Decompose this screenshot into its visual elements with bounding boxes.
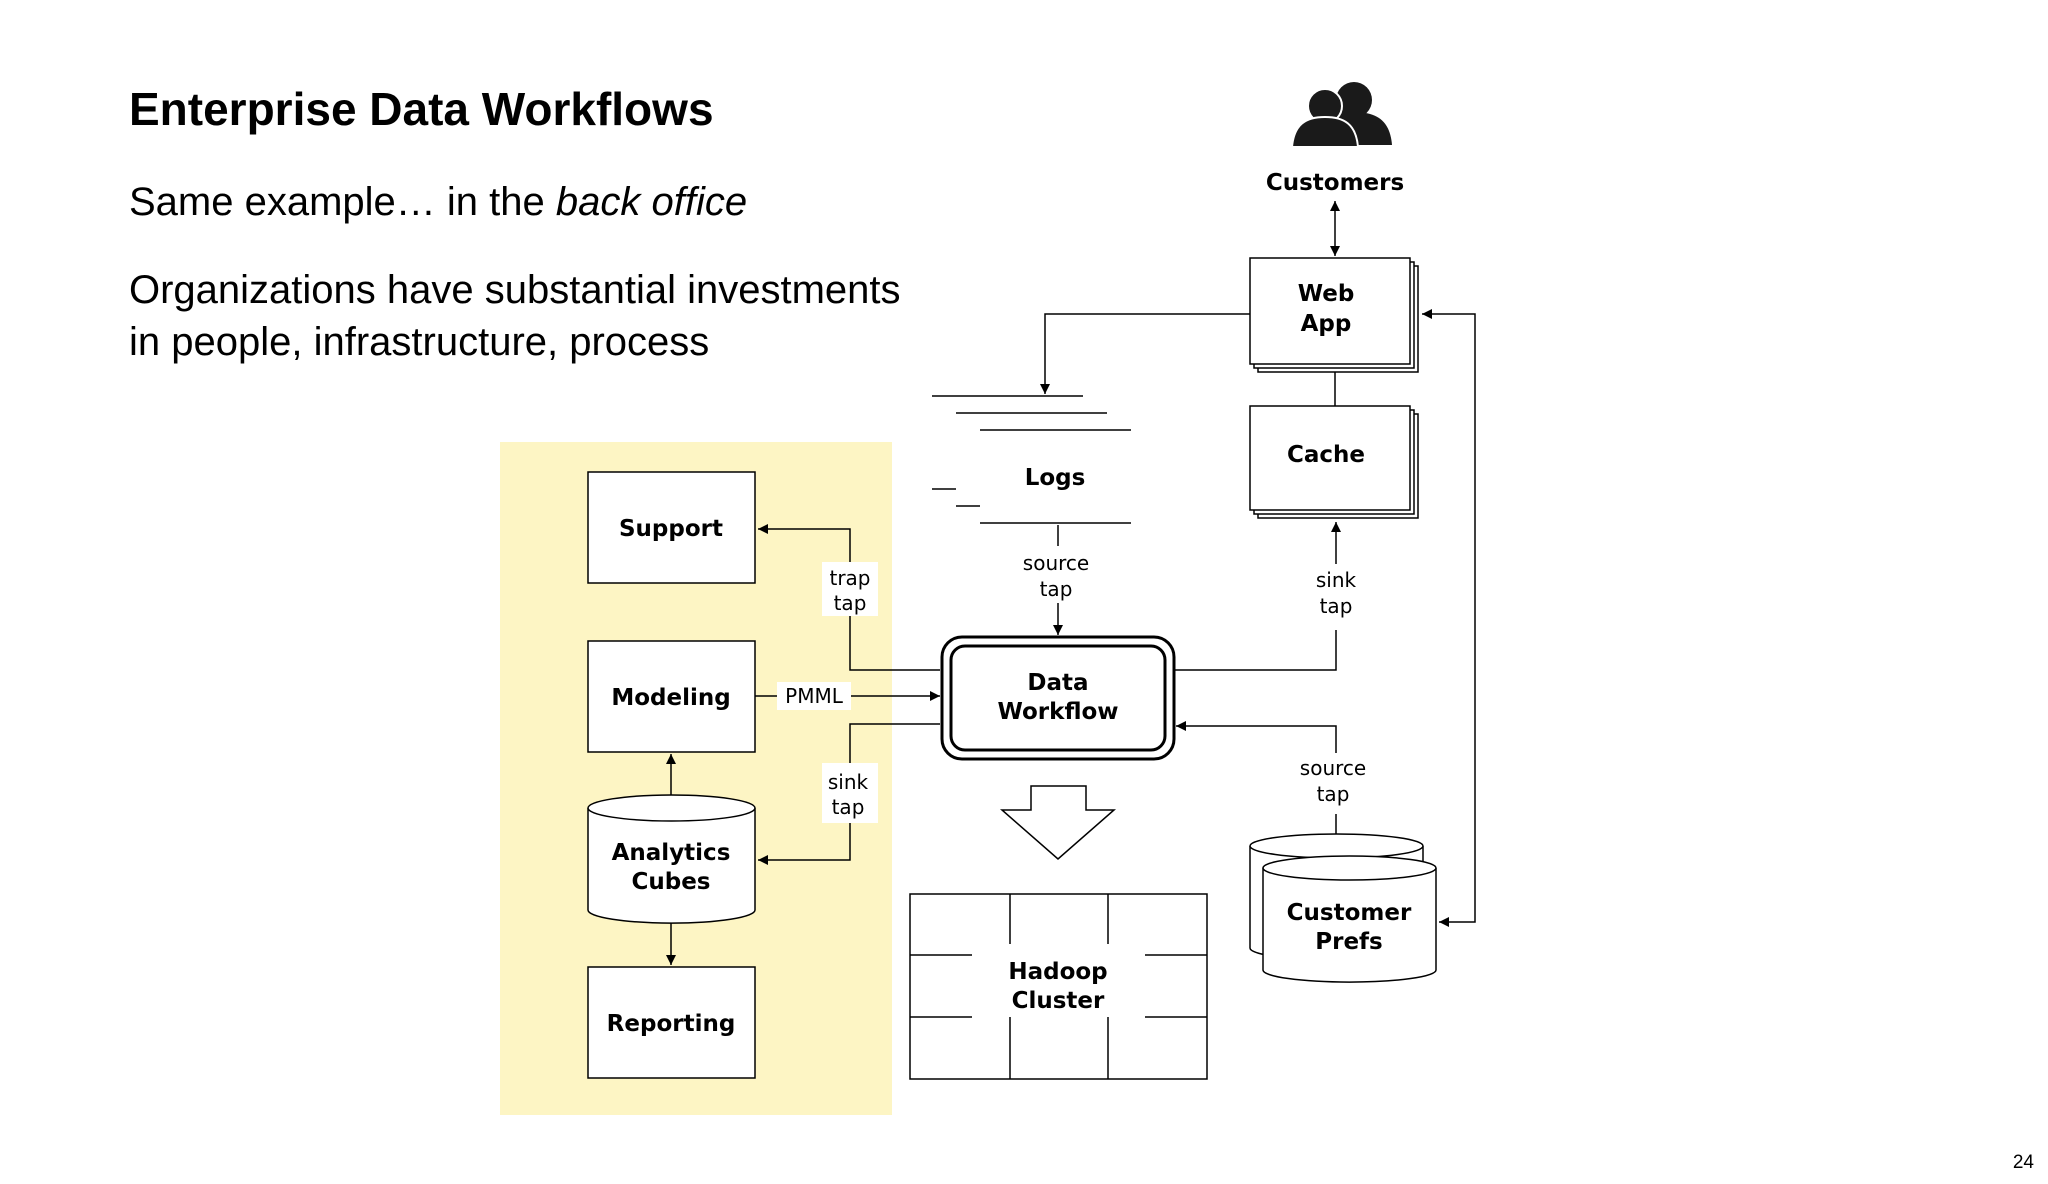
body-line-1: Organizations have substantial investmen… — [129, 268, 901, 312]
logs-label: Logs — [1025, 465, 1086, 491]
customers-people-icon — [1290, 82, 1392, 148]
trap-tap-top — [758, 524, 851, 562]
logs-source-tap-label-2: tap — [1040, 577, 1073, 601]
sink-tap-left-label-1: sink — [828, 770, 869, 794]
web-app-node — [1249, 257, 1419, 373]
cache-sink-tap-label-2: tap — [1320, 594, 1353, 618]
customers-label: Customers — [1266, 170, 1404, 196]
page-number: 24 — [2012, 1152, 2034, 1173]
sink-tap-bottom — [758, 823, 851, 865]
support-node — [587, 471, 756, 584]
prefs-source-tap-label-1: source — [1300, 756, 1366, 780]
pmml-label: PMML — [785, 684, 844, 708]
analytics-cubes-label-2: Cubes — [631, 869, 710, 895]
customer-prefs-label-1: Customer — [1287, 900, 1412, 926]
modeling-label: Modeling — [611, 685, 730, 711]
data-workflow-node — [940, 635, 1176, 761]
subtitle-line: Same example… in the back office — [129, 180, 747, 225]
reporting-node — [587, 966, 756, 1079]
hadoop-cluster-label-1: Hadoop — [1008, 959, 1107, 985]
logs-source-tap-label-1: source — [1023, 551, 1089, 575]
cache-node — [1249, 405, 1419, 519]
modeling-node — [587, 640, 756, 753]
cache-sink-tap-label-1: sink — [1316, 568, 1357, 592]
customer-prefs-label-2: Prefs — [1315, 929, 1383, 955]
workflow-to-cache-connector — [1174, 630, 1337, 671]
reporting-label: Reporting — [607, 1011, 736, 1037]
customer-prefs-node — [1249, 833, 1437, 983]
trap-tap-label-bg — [822, 562, 878, 616]
prefs-to-workflow-connector — [1176, 721, 1337, 753]
trap-tap-bottom — [849, 616, 940, 671]
logs-node — [932, 395, 1131, 524]
webapp-prefs-loop — [1422, 309, 1476, 927]
body-line-2: in people, infrastructure, process — [129, 320, 710, 364]
webapp-to-logs-connector — [1040, 313, 1250, 394]
sink-tap-left-label-2: tap — [832, 795, 865, 819]
workflow-to-hadoop-arrow — [1000, 785, 1116, 860]
trap-tap-label-2: tap — [834, 591, 867, 615]
web-app-label-1: Web — [1298, 281, 1355, 307]
pmml-label-bg — [777, 682, 851, 710]
hadoop-cluster-node — [909, 893, 1208, 1080]
slide-title: Enterprise Data Workflows — [129, 83, 714, 135]
cache-label: Cache — [1287, 442, 1365, 468]
data-workflow-label-1: Data — [1027, 670, 1088, 696]
sink-tap-top — [849, 723, 940, 763]
trap-tap-label-1: trap — [829, 566, 870, 590]
data-workflow-label-2: Workflow — [997, 699, 1118, 725]
support-label: Support — [619, 516, 723, 542]
subtitle-prefix: Same example… in the — [129, 180, 556, 224]
sink-tap-left-label-bg — [822, 763, 878, 823]
subtitle-emphasis: back office — [555, 180, 748, 224]
web-app-label-2: App — [1301, 311, 1352, 337]
hadoop-cluster-label-2: Cluster — [1012, 988, 1105, 1014]
analytics-cubes-label-1: Analytics — [612, 840, 731, 866]
prefs-source-tap-label-2: tap — [1317, 782, 1350, 806]
